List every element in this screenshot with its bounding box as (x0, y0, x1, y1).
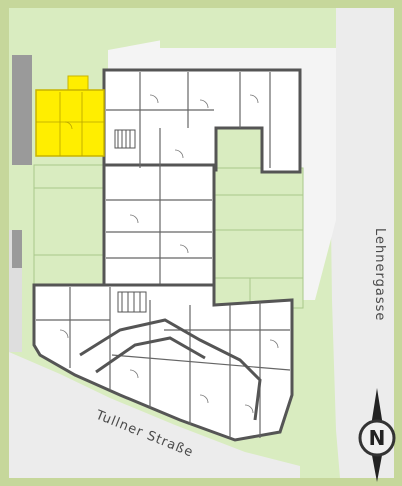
stairwell (114, 129, 147, 313)
building-south-wing (32, 283, 294, 442)
lehnergasse-street (330, 8, 394, 478)
neighbor-building (12, 55, 32, 165)
north-arrow-icon: N (358, 388, 396, 482)
green-left-strip (33, 164, 105, 288)
green-plot-top (160, 8, 336, 48)
tullner-strasse-street (9, 352, 300, 478)
corridor-walls (79, 165, 262, 421)
compass-letter: N (369, 426, 386, 450)
courtyard-right (214, 167, 304, 309)
highlighted-apartment[interactable] (35, 75, 105, 157)
neighbor-building-lower (12, 230, 22, 268)
building-west-wing (102, 163, 216, 287)
door-swings (59, 94, 279, 414)
street-label-lehnergasse: Lehnergasse (372, 228, 387, 321)
